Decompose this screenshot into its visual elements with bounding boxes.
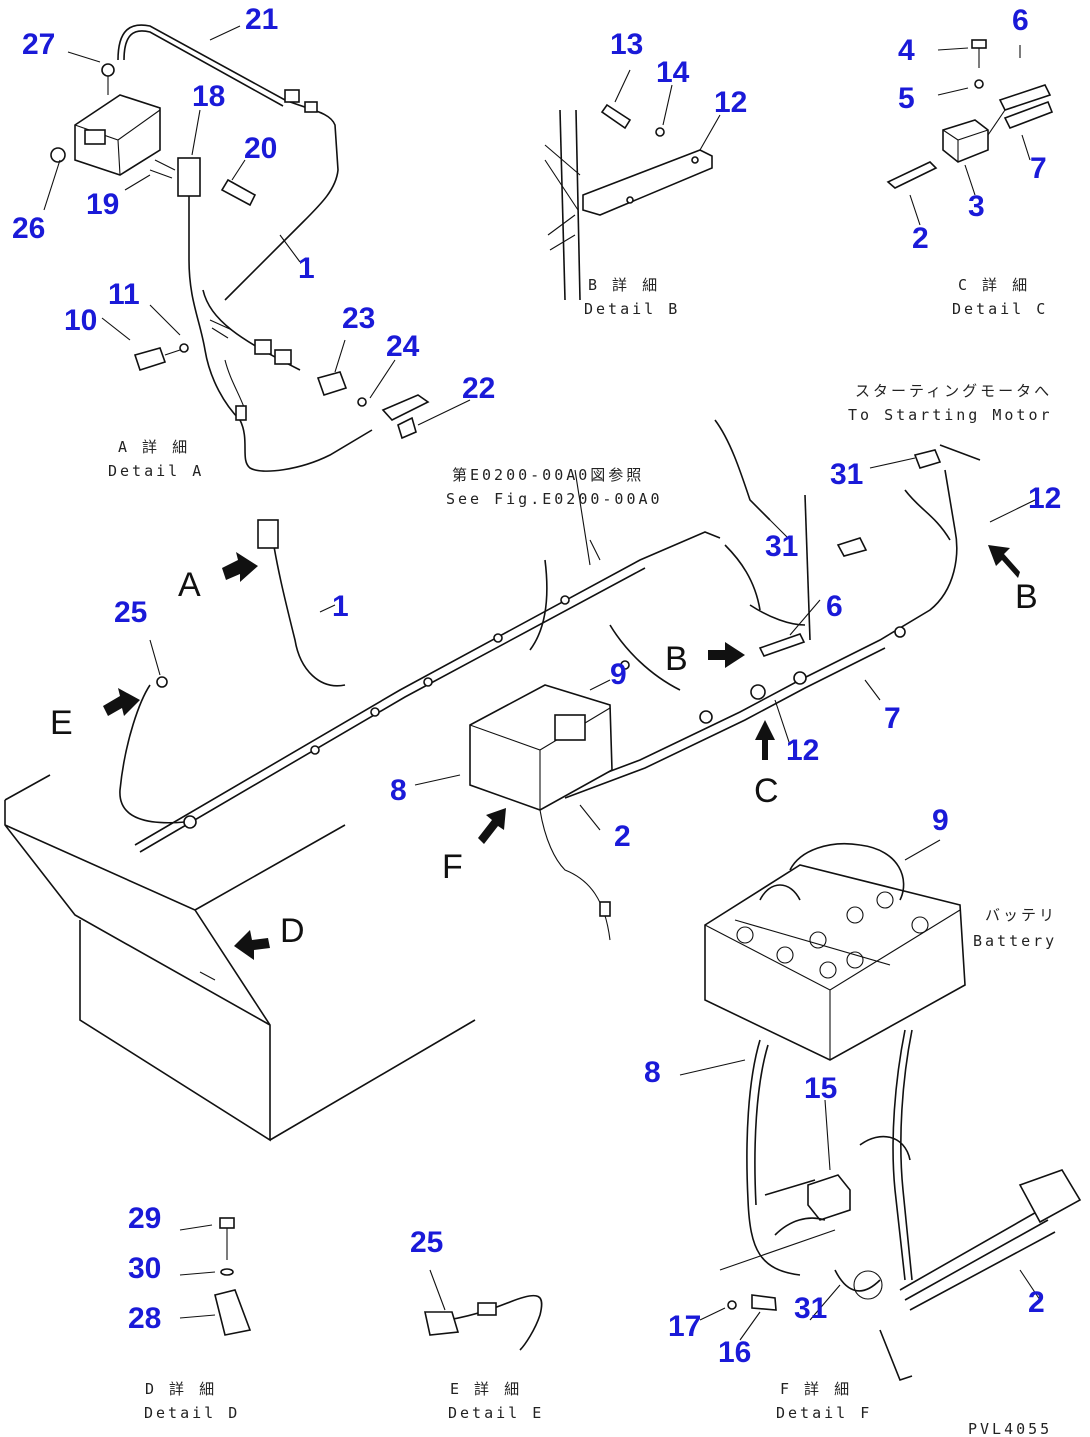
callout-6: 6 [826, 590, 843, 623]
detail-b-caption-en: Detail B [584, 300, 680, 318]
detail-a-caption-en: Detail A [108, 462, 204, 480]
callout-9: 9 [932, 804, 949, 837]
battery-label-en: Battery [973, 932, 1057, 950]
callout-13: 13 [610, 28, 643, 61]
callout-22: 22 [462, 372, 495, 405]
detail-f-caption-jp: F 詳 細 [780, 1380, 852, 1398]
callout-24: 24 [386, 330, 420, 363]
detail-b-caption-jp: B 詳 細 [588, 276, 660, 294]
callout-26: 26 [12, 212, 45, 245]
callout-7: 7 [1030, 152, 1047, 185]
view-letter-e: E [50, 704, 73, 742]
starting-motor-note-jp: スターティングモータへ [855, 382, 1052, 400]
view-letter-f: F [442, 848, 463, 886]
battery-drawing [704, 842, 1082, 1381]
detail-captions: A 詳 細 Detail A B 詳 細 Detail B C 詳 細 Deta… [108, 276, 1048, 1422]
detail-e-caption-en: Detail E [448, 1404, 544, 1422]
callout-10: 10 [64, 304, 97, 337]
callout-29: 29 [128, 1202, 161, 1235]
callout-2: 2 [1028, 1286, 1045, 1319]
callout-8: 8 [390, 774, 407, 807]
callout-5: 5 [898, 82, 915, 115]
callout-28: 28 [128, 1302, 161, 1335]
callout-31: 31 [794, 1292, 827, 1325]
callout-25: 25 [410, 1226, 443, 1259]
battery-label-jp: バッテリ [985, 906, 1057, 924]
callout-14: 14 [656, 56, 690, 89]
detail-c-caption-jp: C 詳 細 [958, 276, 1030, 294]
callout-31: 31 [765, 530, 798, 563]
callout-numbers: 27 21 18 20 26 19 1 11 10 23 24 22 13 14… [12, 3, 1061, 1369]
view-letter-d: D [280, 912, 305, 950]
callout-1: 1 [332, 590, 349, 623]
callout-12: 12 [786, 734, 819, 767]
see-fig-note-jp: 第E0200-00A0図参照 [452, 466, 644, 484]
callout-19: 19 [86, 188, 119, 221]
starting-motor-note-en: To Starting Motor [848, 406, 1053, 424]
detail-d-drawing [214, 1217, 252, 1336]
callout-15: 15 [804, 1072, 837, 1105]
main-harness-drawing [103, 419, 1020, 960]
callout-7: 7 [884, 702, 901, 735]
detail-c-drawing [886, 39, 1054, 189]
view-letter-a: A [178, 566, 201, 604]
notes: 第E0200-00A0図参照 See Fig.E0200-00A0 スターティン… [446, 382, 1057, 1437]
detail-f-caption-en: Detail F [776, 1404, 872, 1422]
callout-18: 18 [192, 80, 225, 113]
detail-d-caption-jp: D 詳 細 [145, 1380, 217, 1398]
callout-21: 21 [245, 3, 278, 36]
callout-12: 12 [714, 86, 747, 119]
callout-8: 8 [644, 1056, 661, 1089]
leader-lines [43, 25, 1041, 1341]
frame-box-drawing [4, 774, 476, 1142]
callout-23: 23 [342, 302, 375, 335]
detail-c-caption-en: Detail C [952, 300, 1048, 318]
callout-20: 20 [244, 132, 277, 165]
callout-16: 16 [718, 1336, 751, 1369]
callout-27: 27 [22, 28, 55, 61]
callout-6: 6 [1012, 4, 1029, 37]
callout-2: 2 [614, 820, 631, 853]
callout-25: 25 [114, 596, 147, 629]
detail-e-drawing [424, 1294, 543, 1351]
detail-a-drawing [50, 24, 430, 472]
callout-12: 12 [1028, 482, 1061, 515]
view-letters: A B B C D E F [50, 566, 1038, 950]
see-fig-note-en: See Fig.E0200-00A0 [446, 490, 663, 508]
detail-e-caption-jp: E 詳 細 [450, 1380, 522, 1398]
detail-d-caption-en: Detail D [144, 1404, 240, 1422]
callout-3: 3 [968, 190, 985, 223]
callout-11: 11 [108, 278, 140, 311]
callout-30: 30 [128, 1252, 161, 1285]
detail-a-caption-jp: A 詳 細 [118, 438, 190, 456]
callout-17: 17 [668, 1310, 701, 1343]
callout-1: 1 [298, 252, 315, 285]
detail-b-drawing [544, 103, 713, 301]
callout-31: 31 [830, 458, 863, 491]
view-letter-b-right: B [1015, 578, 1038, 616]
callout-9: 9 [610, 658, 627, 691]
view-letter-c: C [754, 772, 779, 810]
view-letter-b: B [665, 640, 688, 678]
drawing-code: PVL4055 [968, 1420, 1052, 1437]
callout-4: 4 [898, 34, 915, 67]
callout-2: 2 [912, 222, 929, 255]
